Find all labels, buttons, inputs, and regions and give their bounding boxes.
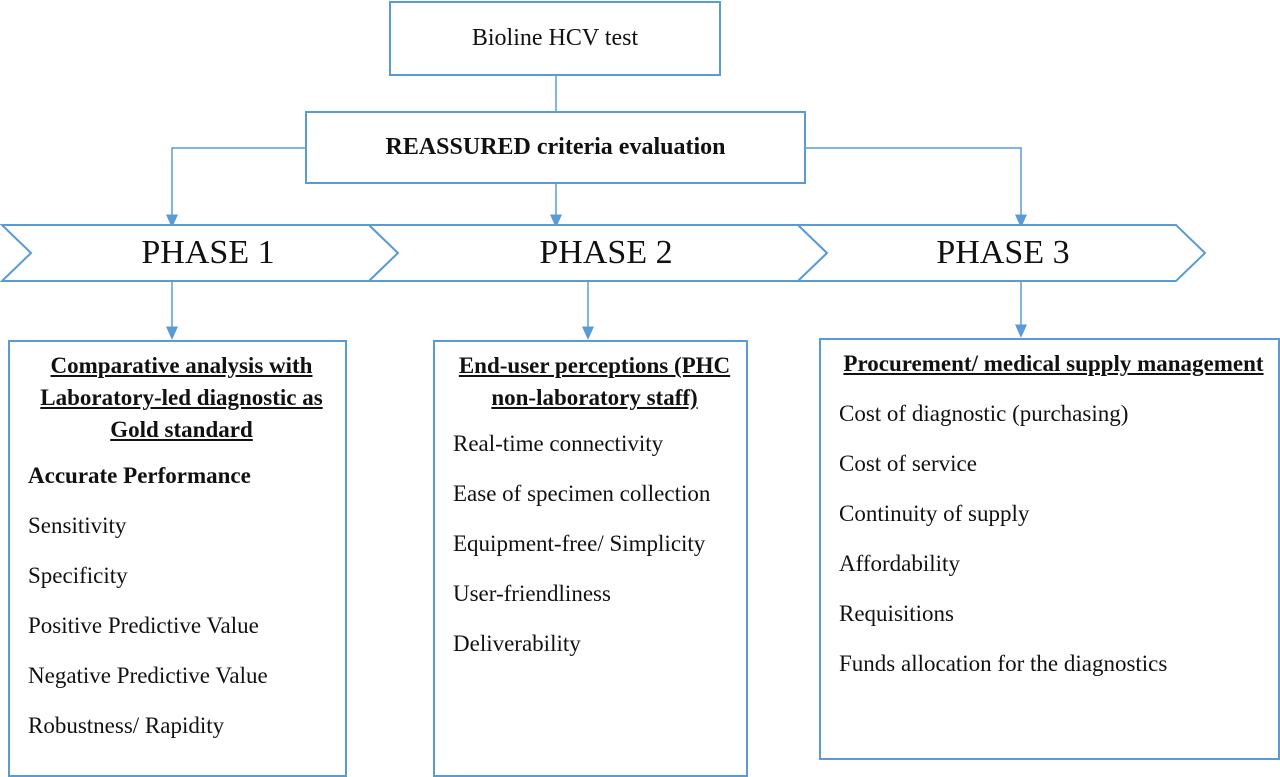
list-item: Ease of specimen collection [453, 481, 711, 506]
list-item: User-friendliness [453, 581, 611, 606]
list-item: Real-time connectivity [453, 431, 664, 456]
list-item: Cost of diagnostic (purchasing) [839, 401, 1129, 426]
list-item: Requisitions [839, 601, 955, 626]
phase3-panel: Procurement/ medical supply management C… [819, 338, 1280, 760]
list-item: Continuity of supply [839, 501, 1030, 526]
phase3-label: PHASE 3 [936, 234, 1070, 271]
phase1-panel: Comparative analysis with Laboratory-led… [8, 340, 347, 777]
arrow-criteria-to-phase1 [166, 147, 305, 228]
phase2-panel: End-user perceptions (PHC non-laboratory… [433, 340, 748, 777]
phase1-panel-title: Comparative analysis with Laboratory-led… [40, 353, 323, 442]
phase3-chevron [795, 224, 1207, 282]
list-item: Positive Predictive Value [28, 613, 259, 638]
phase2-label: PHASE 2 [539, 234, 673, 271]
reassured-criteria-label: REASSURED criteria evaluation [385, 134, 726, 160]
list-item: Equipment-free/ Simplicity [453, 531, 706, 556]
phase1-label: PHASE 1 [141, 234, 275, 271]
bioline-hcv-test-label: Bioline HCV test [471, 25, 639, 51]
list-item: Sensitivity [28, 513, 127, 538]
phase3-panel-title: Procurement/ medical supply management [843, 351, 1264, 376]
reassured-criteria-box: REASSURED criteria evaluation [305, 111, 806, 184]
bioline-hcv-test-box: Bioline HCV test [389, 1, 721, 76]
list-item: Negative Predictive Value [28, 663, 268, 688]
phase1-panel-subtitle: Accurate Performance [28, 463, 251, 488]
list-item: Funds allocation for the diagnostics [839, 651, 1168, 676]
list-item: Affordability [839, 551, 960, 576]
phase2-panel-title: End-user perceptions (PHC non-laboratory… [458, 353, 731, 410]
list-item: Cost of service [839, 451, 977, 476]
list-item: Specificity [28, 563, 128, 588]
list-item: Robustness/ Rapidity [28, 713, 225, 738]
arrow-criteria-to-phase3 [806, 147, 1027, 228]
list-item: Deliverability [453, 631, 581, 656]
